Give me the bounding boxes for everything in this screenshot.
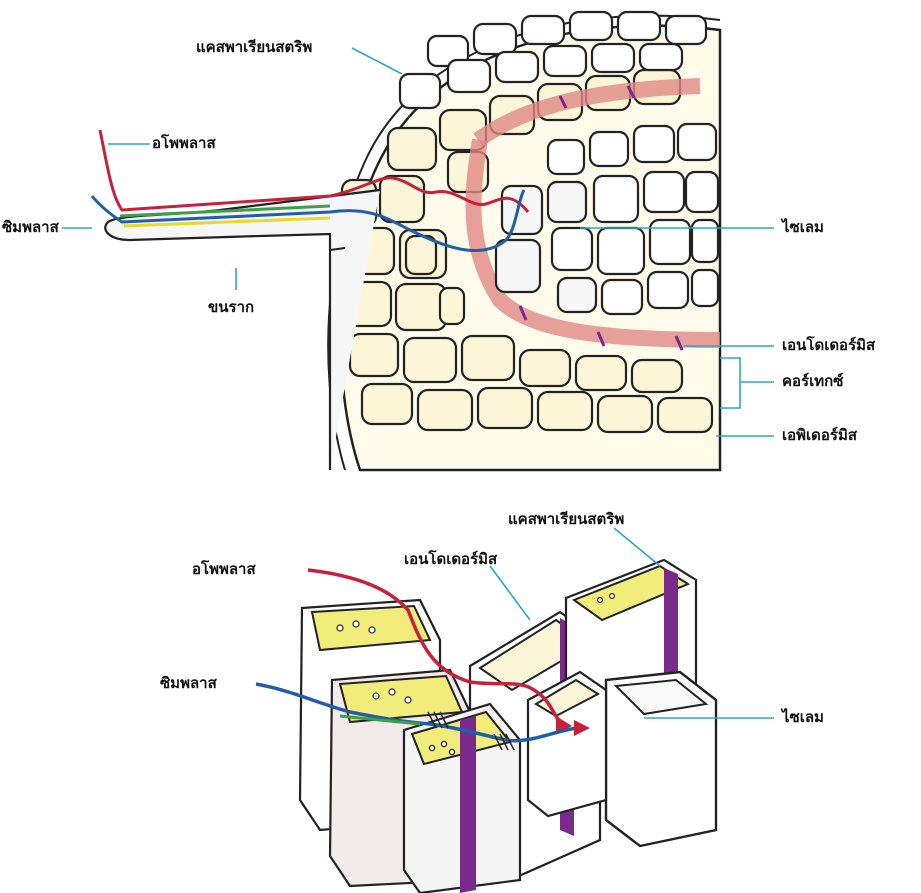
label-endodermis-top: เอนโดเดอร์มิส [782, 338, 875, 353]
label-casparian-strip-bottom: แคสพาเรียนสตริพ [508, 512, 624, 527]
label-symplast-top: ซิมพลาส [2, 220, 59, 235]
label-symplast-bottom: ซิมพลาส [160, 676, 217, 691]
bottom-3d-cells [256, 528, 774, 893]
label-root-hair: ขนราก [208, 300, 254, 315]
top-cross-section [62, 12, 774, 470]
label-xylem-bottom: ไซเลม [782, 710, 824, 725]
label-apoplast-top: อโพพลาส [152, 136, 216, 151]
label-cortex: คอร์เทกซ์ [782, 374, 843, 389]
label-epidermis: เอพิเดอร์มิส [782, 428, 857, 443]
label-apoplast-bottom: อโพพลาส [192, 562, 256, 577]
label-endodermis-bottom: เอนโดเดอร์มิส [404, 552, 497, 567]
label-casparian-strip-top: แคสพาเรียนสตริพ [196, 40, 312, 55]
label-xylem-top: ไซเลม [782, 220, 824, 235]
root-hair [105, 190, 380, 470]
